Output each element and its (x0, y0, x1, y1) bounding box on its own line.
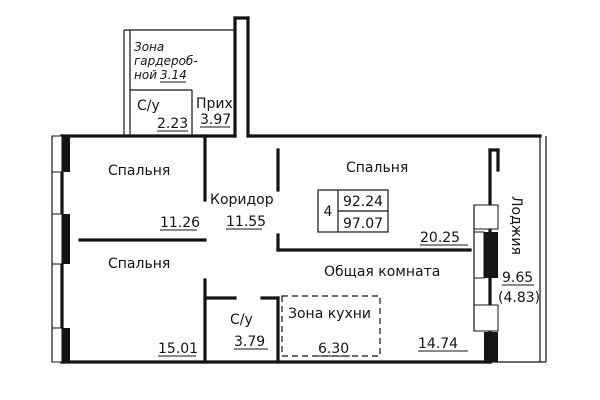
wardrobe-label-line-2: гардероб- (134, 54, 198, 68)
bedroom-bottom-area: 15.01 (158, 341, 198, 357)
living-area: 92.24 (343, 194, 383, 210)
apartment-info-box: 4 92.24 97.07 (317, 189, 389, 233)
corridor-label: Коридор (210, 192, 274, 208)
wardrobe-label-line-3: ной (134, 68, 157, 82)
rooms-count: 4 (324, 204, 333, 220)
room-hallway: Прих. 3.97 (196, 96, 237, 128)
room-bedroom-bottom: Спальня 15.01 (108, 256, 198, 357)
walls (60, 16, 547, 364)
bathroom-top-label: С/у (137, 98, 160, 114)
living-room-label: Общая комната (324, 264, 440, 280)
room-bedroom-right: Спальня 20.25 (346, 160, 468, 246)
room-bathroom-bottom: С/у 3.79 (230, 312, 268, 350)
total-area: 97.07 (343, 216, 383, 232)
hallway-label: Прих. (196, 96, 237, 112)
room-living: Общая комната 14.74 (324, 264, 468, 352)
kitchen-zone-label: Зона кухни (288, 306, 371, 322)
windows-left (51, 135, 70, 363)
room-wardrobe: Зона гардероб- ной 3.14 (134, 40, 198, 83)
loggia-area: 9.65 (502, 270, 533, 286)
bedroom-top-label: Спальня (108, 163, 170, 179)
bathroom-bottom-area: 3.79 (234, 334, 265, 350)
room-bedroom-top: Спальня 11.26 (108, 163, 200, 231)
bedroom-right-label: Спальня (346, 160, 408, 176)
hallway-area: 3.97 (200, 112, 231, 128)
room-bathroom-top: С/у 2.23 (137, 98, 188, 132)
windows-right (473, 204, 499, 362)
kitchen-zone-area: 6.30 (318, 341, 349, 357)
room-kitchen-zone: Зона кухни 6.30 (288, 306, 371, 357)
wardrobe-area: 3.14 (160, 68, 187, 82)
living-room-area: 14.74 (418, 336, 458, 352)
loggia-label: Лоджия (508, 196, 524, 255)
bedroom-bottom-label: Спальня (108, 256, 170, 272)
bathroom-top-area: 2.23 (157, 116, 188, 132)
bathroom-bottom-label: С/у (230, 312, 253, 328)
loggia-area-reduced: (4.83) (498, 290, 540, 306)
bedroom-top-area: 11.26 (160, 215, 200, 231)
corridor-area: 11.55 (226, 214, 266, 230)
room-corridor: Коридор 11.55 (210, 192, 274, 230)
kitchen-zone-outline (281, 295, 381, 357)
room-loggia: Лоджия 9.65 (4.83) (498, 196, 540, 306)
wardrobe-label-line-1: Зона (134, 40, 164, 54)
bedroom-right-area: 20.25 (420, 230, 460, 246)
